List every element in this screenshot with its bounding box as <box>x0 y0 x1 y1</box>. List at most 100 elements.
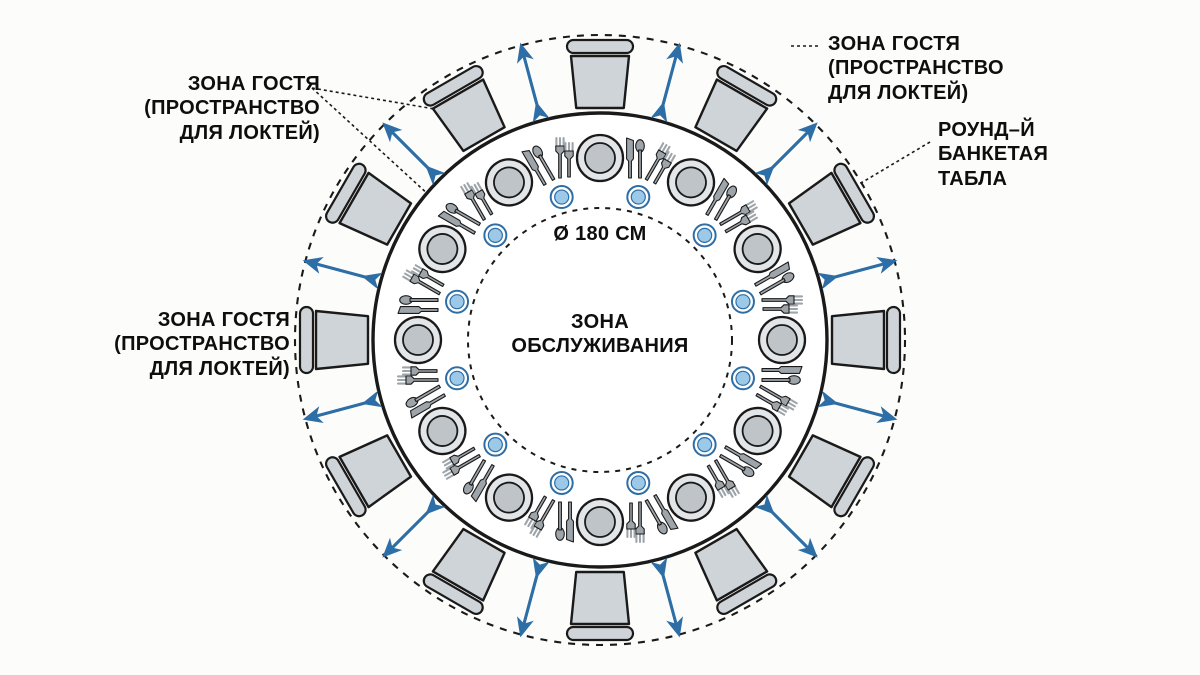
glass <box>549 470 574 495</box>
fork-icon <box>626 502 636 539</box>
guest-space-arrow <box>516 42 550 123</box>
knife-body <box>653 494 679 531</box>
chair-backrest <box>833 162 876 224</box>
banquet-table <box>371 111 829 569</box>
knife-icon <box>437 210 476 235</box>
fork-body <box>464 189 487 221</box>
spoon-handle <box>468 459 487 486</box>
spoon-handle <box>537 154 556 181</box>
fork-body <box>533 499 556 531</box>
spoon-handle <box>414 384 441 403</box>
fork-body <box>759 384 791 407</box>
glass <box>445 366 470 391</box>
knife-icon <box>653 494 679 531</box>
guest-space-arrow <box>817 390 898 424</box>
knife-body <box>761 366 803 374</box>
chair-backrest <box>565 38 635 55</box>
fork-body <box>474 189 494 216</box>
spoon-icon <box>759 272 795 296</box>
glass-bowl <box>487 227 503 243</box>
plate-inner <box>766 324 798 356</box>
glass <box>549 185 574 210</box>
spoon-icon <box>635 139 645 179</box>
place-setting <box>757 295 807 385</box>
plate-inner <box>584 506 616 538</box>
chair-backrest <box>324 456 367 518</box>
knife-body <box>724 445 763 470</box>
glass <box>626 185 651 210</box>
place-setting <box>393 295 443 385</box>
plate-inner <box>402 324 434 356</box>
glass-bowl <box>697 227 713 243</box>
spoon-handle <box>409 298 439 302</box>
plate-inner <box>675 166 707 199</box>
knife-body <box>470 464 495 503</box>
fork-icon <box>470 182 494 216</box>
guest-space-arrow <box>754 122 818 186</box>
spoon-icon <box>555 501 565 541</box>
place-setting <box>555 133 645 183</box>
knife-icon <box>754 261 791 287</box>
knife-icon <box>626 137 634 179</box>
spoon-icon <box>405 384 441 408</box>
glass <box>626 470 651 495</box>
fork-body <box>626 502 636 530</box>
knife-icon <box>470 464 495 503</box>
glass <box>445 289 470 314</box>
chair-seat <box>431 78 506 153</box>
knife-body <box>409 393 446 419</box>
guest-space-arrow <box>382 122 446 186</box>
chair-seat <box>314 309 370 371</box>
plate-inner <box>426 415 459 447</box>
fork-body <box>635 501 645 535</box>
place-setting <box>719 200 795 296</box>
fork-body <box>555 145 565 179</box>
spoon-handle <box>454 208 481 227</box>
glass <box>483 432 508 457</box>
fork-icon <box>396 375 439 385</box>
glass-bowl <box>735 370 751 386</box>
fork-icon <box>706 464 730 498</box>
glass-bowl <box>449 370 465 386</box>
chair-backrest <box>716 64 778 107</box>
fork-icon <box>635 501 645 544</box>
spoon-handle <box>644 499 663 526</box>
place-setting <box>644 459 740 535</box>
knife-icon <box>409 393 446 419</box>
knife-body <box>754 261 791 287</box>
guest-space-arrow <box>382 494 446 558</box>
guest-space-arrow <box>650 42 684 123</box>
chairs-group <box>298 38 902 642</box>
spoon-icon <box>399 295 439 305</box>
chair <box>565 570 635 642</box>
chair-seat <box>338 434 413 509</box>
fork-icon <box>719 200 758 227</box>
glass <box>483 223 508 248</box>
chair-seat <box>830 309 886 371</box>
fork-icon <box>411 264 445 288</box>
chair <box>787 162 876 246</box>
chair <box>694 527 778 616</box>
guest-space-arrows-group <box>302 42 898 638</box>
guest-space-arrow <box>302 256 383 290</box>
place-setting <box>462 459 556 538</box>
plate-inner <box>493 481 525 514</box>
spoon-icon <box>713 185 738 221</box>
fork-icon <box>442 446 476 470</box>
fork-body <box>719 204 751 227</box>
glass <box>692 223 717 248</box>
fork-icon <box>402 269 441 296</box>
fork-body <box>644 149 667 181</box>
plate-inner <box>426 233 459 265</box>
fork-body <box>409 273 441 296</box>
place-setting <box>644 142 738 221</box>
plate-inner <box>675 481 707 514</box>
spoon-icon <box>761 375 801 385</box>
label-service-zone: ЗОНА ОБСЛУЖИВАНИЯ <box>511 311 689 358</box>
fork-body <box>449 446 476 466</box>
chair <box>565 38 635 110</box>
knife-icon <box>705 177 730 216</box>
guest-space-arrow <box>650 557 684 638</box>
